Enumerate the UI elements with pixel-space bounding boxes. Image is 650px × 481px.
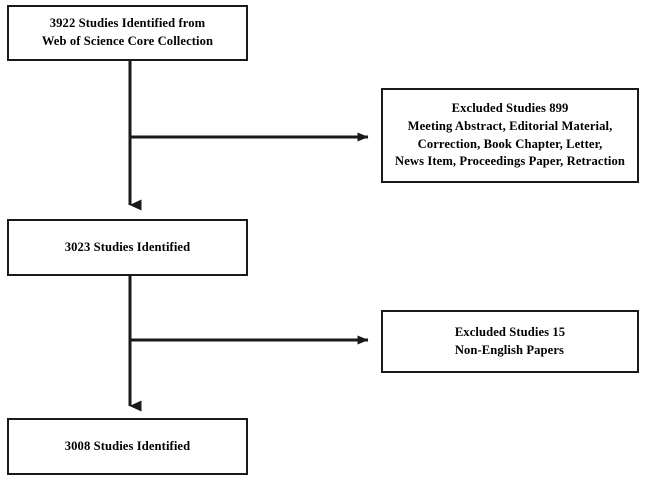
node-studies-after-type-exclusion-label: 3023 Studies Identified bbox=[64, 239, 191, 254]
node-excluded-studies-by-type: Excluded Studies 899 Meeting Abstract, E… bbox=[381, 88, 639, 183]
node-studies-identified: 3922 Studies Identified from Web of Scie… bbox=[7, 5, 248, 61]
node-studies-final: 3008 Studies Identified bbox=[7, 418, 248, 475]
node-studies-final-label: 3008 Studies Identified bbox=[64, 438, 191, 453]
node-studies-identified-label: 3922 Studies Identified from Web of Scie… bbox=[41, 16, 214, 48]
node-excluded-studies-by-type-label: Excluded Studies 899 Meeting Abstract, E… bbox=[395, 100, 625, 169]
node-studies-after-type-exclusion: 3023 Studies Identified bbox=[7, 219, 248, 276]
node-excluded-studies-non-english: Excluded Studies 15 Non-English Papers bbox=[381, 310, 639, 373]
node-excluded-studies-non-english-label: Excluded Studies 15 Non-English Papers bbox=[454, 324, 566, 357]
